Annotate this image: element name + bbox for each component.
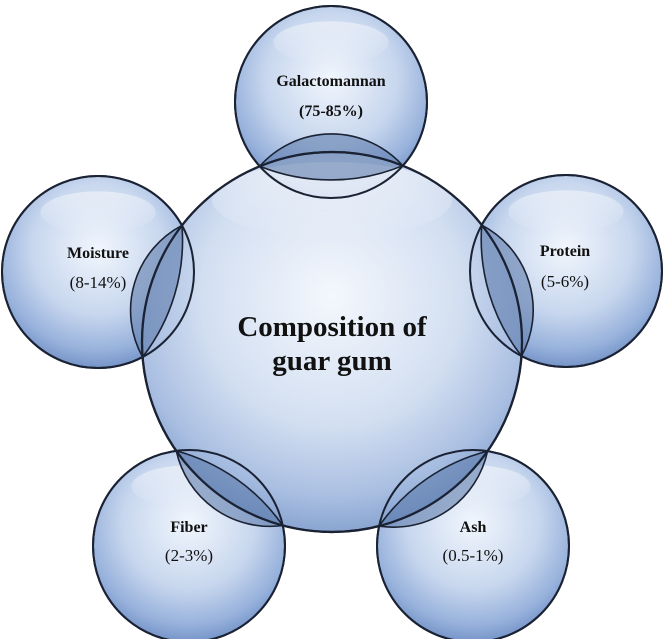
moisture-label: Moisture [67, 245, 129, 262]
ash-value: (0.5-1%) [443, 546, 504, 565]
fiber-overlap [175, 449, 285, 528]
fiber-bubble-outline [92, 449, 286, 639]
galactomannan-bubble-outline [234, 5, 428, 199]
galactomannan-label: Galactomannan [276, 73, 385, 90]
ash-overlap [377, 450, 489, 528]
protein-label: Protein [540, 243, 590, 260]
center-title-line1: Composition of [237, 311, 427, 343]
protein-value: (5-6%) [541, 272, 589, 291]
ash-bubble-outline [376, 449, 570, 639]
center-bubble-outline [140, 150, 524, 534]
galactomannan-value: (75-85%) [299, 103, 363, 120]
ash-label: Ash [460, 519, 487, 536]
moisture-bubble-outline [1, 175, 195, 369]
fiber-label: Fiber [170, 519, 207, 536]
protein-bubble-outline [469, 174, 663, 368]
fiber-value: (2-3%) [165, 546, 213, 565]
center-title-line2: guar gum [272, 345, 392, 377]
galactomannan-overlap [258, 133, 405, 181]
moisture-value: (8-14%) [70, 273, 127, 292]
